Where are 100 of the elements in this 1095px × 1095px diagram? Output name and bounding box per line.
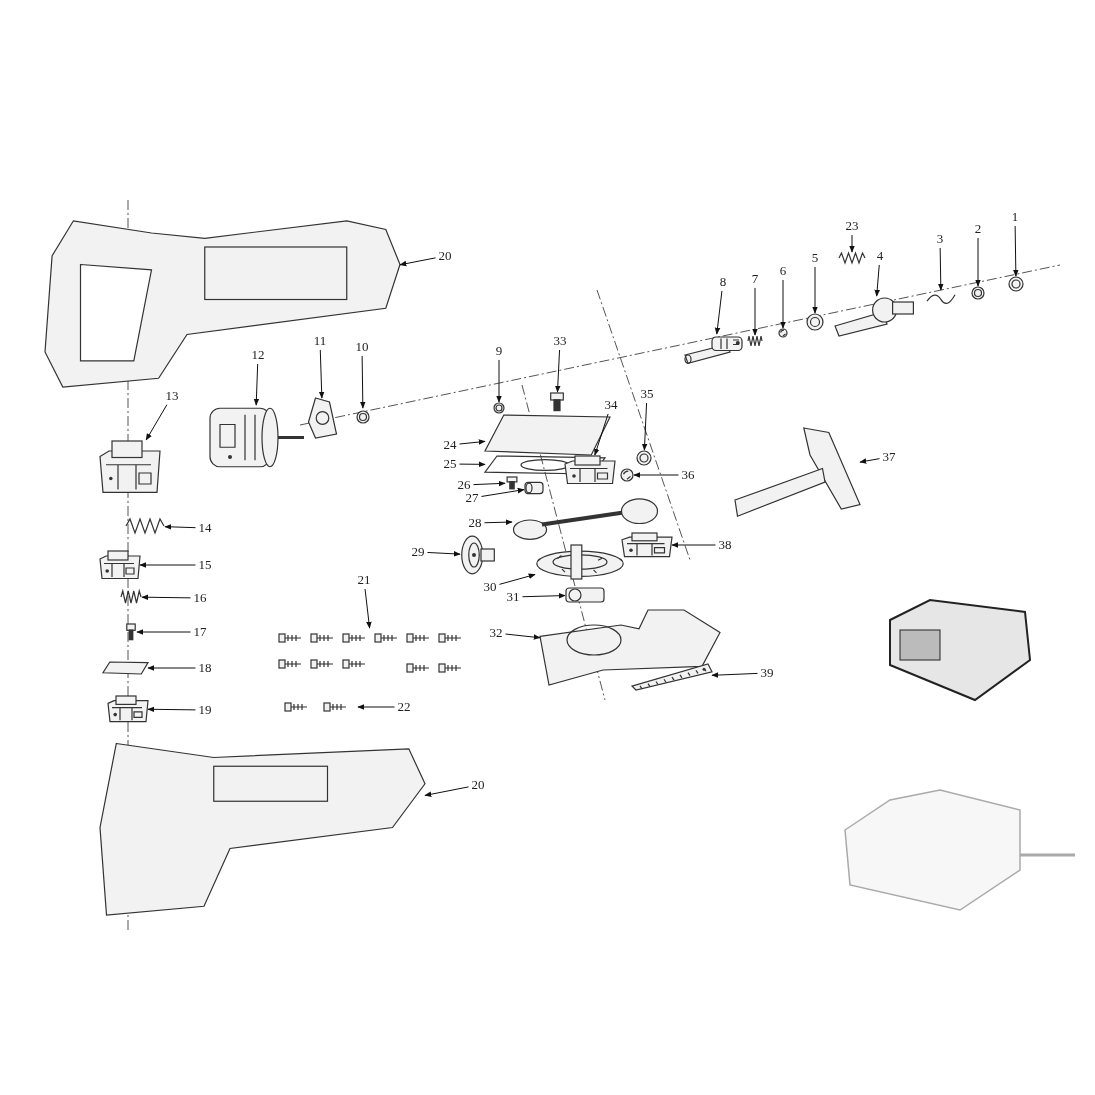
bushing-drawing <box>565 585 605 605</box>
leader-line <box>594 413 609 456</box>
ring-drawing <box>1008 276 1024 292</box>
callout-number: 5 <box>810 251 820 265</box>
callout-number: 24 <box>442 438 458 452</box>
callout-number: 6 <box>778 264 788 278</box>
callout-number: 2 <box>973 222 983 236</box>
leader-line <box>459 439 486 445</box>
spring-drawing <box>747 335 763 347</box>
callout-number: 32 <box>488 626 504 640</box>
leader-line <box>147 706 196 713</box>
callout-number: 21 <box>356 573 372 587</box>
callout-number: 13 <box>164 389 180 403</box>
leader-line <box>849 234 855 253</box>
leader-line <box>360 355 366 409</box>
leader-line <box>859 458 881 464</box>
leader-line <box>937 247 944 291</box>
screw-drawing <box>505 476 519 490</box>
spring-drawing <box>838 252 866 264</box>
callout-number: 15 <box>197 558 213 572</box>
screw-drawing <box>125 623 137 641</box>
leader-line <box>711 672 758 678</box>
leader-line <box>459 461 486 468</box>
leader-line <box>480 487 525 497</box>
callout-number: 4 <box>875 249 885 263</box>
callout-number: 25 <box>442 457 458 471</box>
rail-drawing <box>632 664 712 690</box>
callout-number: 10 <box>354 340 370 354</box>
spring-drawing <box>120 590 142 604</box>
leader-line <box>318 349 325 399</box>
plate-drawing <box>305 398 340 438</box>
leader-line <box>424 786 470 797</box>
leader-line <box>780 279 786 329</box>
leader-line <box>555 349 561 393</box>
guide-shoe-drawing <box>735 428 860 518</box>
leader-line <box>496 359 502 403</box>
callout-number: 1 <box>1010 210 1020 224</box>
callout-number: 19 <box>197 703 213 717</box>
callout-number: 34 <box>603 398 619 412</box>
leader-line <box>136 629 191 635</box>
callout-number: 38 <box>717 538 733 552</box>
ball-drawing <box>620 468 634 482</box>
blade-clamp-drawing <box>835 296 915 336</box>
leader-line <box>164 524 196 530</box>
switch-drawing <box>108 695 148 723</box>
plate-drawing <box>485 415 610 455</box>
callout-number: 22 <box>396 700 412 714</box>
callout-number: 8 <box>718 275 728 289</box>
leader-line <box>714 290 723 335</box>
callout-number: 35 <box>639 387 655 401</box>
callout-number: 20 <box>470 778 486 792</box>
leader-line <box>874 264 880 297</box>
leader-line <box>505 633 541 640</box>
leader-line <box>812 266 818 314</box>
trigger-drawing <box>100 550 140 580</box>
leader-line <box>498 573 536 585</box>
leader-line <box>633 472 679 478</box>
ring-drawing <box>970 286 986 300</box>
callout-number: 28 <box>467 516 483 530</box>
callout-number: 39 <box>759 666 775 680</box>
counterweight-drawing <box>460 535 495 575</box>
bushing-drawing <box>524 480 544 496</box>
callout-number: 30 <box>482 580 498 594</box>
leader-line <box>522 592 566 599</box>
plate-drawing <box>103 662 148 674</box>
nut-drawing <box>356 408 370 426</box>
callout-number: 12 <box>250 348 266 362</box>
callout-number: 26 <box>456 478 472 492</box>
callout-number: 20 <box>437 249 453 263</box>
leader-line <box>357 704 395 710</box>
leader-line <box>484 519 513 525</box>
leader-line <box>641 402 648 451</box>
ring-drawing <box>636 450 652 466</box>
callout-number: 16 <box>192 591 208 605</box>
plunger-drawing <box>685 334 745 364</box>
callout-number: 37 <box>881 450 897 464</box>
leader-line <box>671 542 716 548</box>
gear-drawing <box>535 544 625 580</box>
callout-number: 14 <box>197 521 213 535</box>
callout-number: 3 <box>935 232 945 246</box>
ring-drawing <box>806 313 824 331</box>
leader-line <box>145 404 168 441</box>
leader-line <box>427 551 461 557</box>
callout-number: 36 <box>680 468 696 482</box>
callout-number: 23 <box>844 219 860 233</box>
callout-number: 33 <box>552 334 568 348</box>
housing-drawing <box>100 740 425 915</box>
leader-line <box>473 480 506 487</box>
spring-drawing <box>125 518 165 534</box>
leader-line <box>141 594 191 601</box>
leader-line <box>147 665 196 671</box>
leader-line <box>253 363 260 406</box>
bracket-drawing <box>565 455 615 485</box>
callout-number: 11 <box>312 334 328 348</box>
bracket-drawing <box>622 532 672 558</box>
screw-drawing <box>548 392 566 412</box>
leader-line <box>139 562 196 568</box>
callout-number: 9 <box>494 344 504 358</box>
leader-line <box>1013 225 1019 277</box>
leader-line <box>364 588 372 629</box>
